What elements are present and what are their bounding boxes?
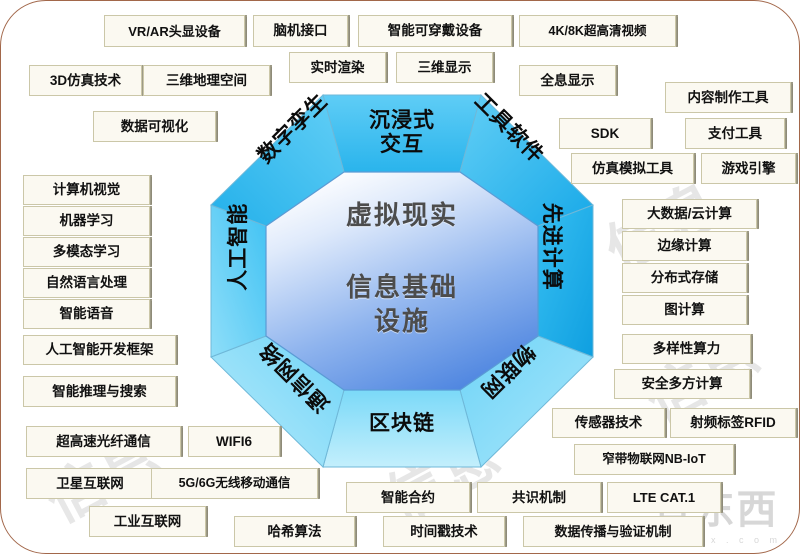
tag-ai-dev-framework[interactable]: 人工智能开发框架 <box>23 335 178 365</box>
tag-uhd-video[interactable]: 4K/8K超高清视频 <box>519 15 678 47</box>
tag-diverse-computing-power[interactable]: 多样性算力 <box>622 334 753 364</box>
tag-label: 智能合约 <box>381 489 435 505</box>
tag-smart-wearables[interactable]: 智能可穿戴设备 <box>358 15 514 47</box>
center-subtitle-line2: 设施 <box>373 306 430 336</box>
tag-label: 计算机视觉 <box>52 182 121 198</box>
tag-real-time-rendering[interactable]: 实时渲染 <box>289 52 389 83</box>
segment-blockchain[interactable] <box>322 389 482 468</box>
tag-label: 传感器技术 <box>574 415 643 431</box>
tag-5g-6g-wireless[interactable]: 5G/6G无线移动通信 <box>151 468 320 499</box>
tag-payment-tools[interactable]: 支付工具 <box>685 118 788 149</box>
tag-label: 智能语音 <box>59 306 114 322</box>
tag-intelligent-reasoning-search[interactable]: 智能推理与搜索 <box>23 376 178 407</box>
tag-label: VR/AR头显设备 <box>128 23 221 39</box>
tag-label: LTE CAT.1 <box>632 490 696 505</box>
tag-label: 智能可穿戴设备 <box>387 23 483 39</box>
tag-label: 游戏引擎 <box>721 160 776 176</box>
tag-content-creation-tools[interactable]: 内容制作工具 <box>665 82 793 113</box>
tag-label: 5G/6G无线移动通信 <box>178 476 291 491</box>
tag-label: 三维地理空间 <box>166 72 247 88</box>
tag-label: 脑机接口 <box>273 23 328 39</box>
tag-wifi6[interactable]: WIFI6 <box>188 426 283 457</box>
tag-game-engine[interactable]: 游戏引擎 <box>701 153 799 184</box>
tag-bigdata-cloud[interactable]: 大数据/云计算 <box>622 199 759 229</box>
tag-label: WIFI6 <box>216 433 252 449</box>
tag-label: 智能推理与搜索 <box>52 383 147 399</box>
tag-label: 大数据/云计算 <box>647 206 732 222</box>
tag-nb-iot[interactable]: 窄带物联网NB-IoT <box>574 444 736 475</box>
tag-sdk[interactable]: SDK <box>559 118 654 149</box>
tag-label: 超高速光纤通信 <box>56 433 151 449</box>
tag-satellite-internet[interactable]: 卫星互联网 <box>26 468 156 499</box>
tag-lte-cat1[interactable]: LTE CAT.1 <box>607 482 723 513</box>
tag-label: 数据传播与验证机制 <box>554 524 672 539</box>
tag-data-visualization[interactable]: 数据可视化 <box>93 111 218 142</box>
tag-label: 共识机制 <box>512 489 566 505</box>
tag-label: 边缘计算 <box>657 238 712 254</box>
tag-label: 卫星互联网 <box>56 475 124 491</box>
tag-distributed-storage[interactable]: 分布式存储 <box>622 263 749 293</box>
tag-label: 支付工具 <box>708 125 762 141</box>
tag-timestamp-technology[interactable]: 时间戳技术 <box>383 516 507 547</box>
tag-label: 安全多方计算 <box>641 376 723 392</box>
tag-brain-computer-interface[interactable]: 脑机接口 <box>253 15 351 47</box>
tag-label: 多样性算力 <box>652 341 721 357</box>
tag-ultra-high-speed-fiber[interactable]: 超高速光纤通信 <box>26 426 183 457</box>
tag-holographic-display[interactable]: 全息显示 <box>519 65 619 96</box>
tag-edge-computing[interactable]: 边缘计算 <box>622 231 749 261</box>
tag-label: 时间戳技术 <box>410 523 478 539</box>
tag-label: 射频标签RFID <box>690 415 776 431</box>
tag-simulation-tools[interactable]: 仿真模拟工具 <box>571 153 696 184</box>
tag-label: 图计算 <box>664 302 705 318</box>
center-title: 虚拟现实 <box>345 200 458 230</box>
tag-label: 三维显示 <box>417 59 472 75</box>
tag-sensor-technology[interactable]: 传感器技术 <box>552 408 667 438</box>
segment-immersive-interaction[interactable] <box>322 94 482 173</box>
tag-label: 哈希算法 <box>267 523 322 539</box>
tag-label: 人工智能开发框架 <box>45 342 154 358</box>
tag-label: 分布式存储 <box>650 270 719 286</box>
tag-label: 数据可视化 <box>120 118 189 134</box>
tag-intelligent-speech[interactable]: 智能语音 <box>23 299 152 329</box>
tag-label: 多模态学习 <box>52 244 121 260</box>
tag-label: 工业互联网 <box>113 513 182 529</box>
tag-nlp[interactable]: 自然语言处理 <box>23 268 152 298</box>
tag-computer-vision[interactable]: 计算机视觉 <box>23 175 152 205</box>
tag-industrial-internet[interactable]: 工业互联网 <box>89 506 208 537</box>
tag-graph-computing[interactable]: 图计算 <box>622 295 749 325</box>
tag-machine-learning[interactable]: 机器学习 <box>23 206 152 236</box>
center-subtitle-line1: 信息基础 <box>345 272 458 302</box>
octagon-wheel: 沉浸式 交互 工具软件 先进计算 物联网 区块链 通信网络 人工智能 数字孪生 … <box>210 89 594 468</box>
tag-vr-ar-hmd[interactable]: VR/AR头显设备 <box>104 15 247 47</box>
tag-3d-display[interactable]: 三维显示 <box>396 52 496 83</box>
tag-label: 3D仿真技术 <box>49 72 122 88</box>
tag-label: 实时渲染 <box>310 59 365 75</box>
tag-3d-simulation[interactable]: 3D仿真技术 <box>29 65 144 96</box>
tag-smart-contract[interactable]: 智能合约 <box>346 482 472 513</box>
tag-label: 窄带物联网NB-IoT <box>602 452 706 467</box>
tag-label: 仿真模拟工具 <box>592 160 673 176</box>
tag-multimodal-learning[interactable]: 多模态学习 <box>23 237 152 267</box>
tag-label: 自然语言处理 <box>46 275 127 291</box>
tag-3d-geospatial[interactable]: 三维地理空间 <box>143 65 272 96</box>
tag-label: SDK <box>590 125 620 141</box>
tag-data-propagation-verification[interactable]: 数据传播与验证机制 <box>523 516 705 547</box>
tag-label: 内容制作工具 <box>687 89 769 105</box>
tag-hash-algorithm[interactable]: 哈希算法 <box>234 516 357 547</box>
tag-label: 全息显示 <box>540 72 595 88</box>
tag-label: 机器学习 <box>59 213 114 229</box>
octagon-center[interactable] <box>265 171 539 391</box>
tag-secure-multiparty-computation[interactable]: 安全多方计算 <box>614 369 752 399</box>
tag-label: 4K/8K超高清视频 <box>548 23 647 38</box>
tag-consensus-mechanism[interactable]: 共识机制 <box>477 482 603 513</box>
octagon-svg <box>210 94 594 468</box>
tag-rfid[interactable]: 射频标签RFID <box>670 408 798 438</box>
